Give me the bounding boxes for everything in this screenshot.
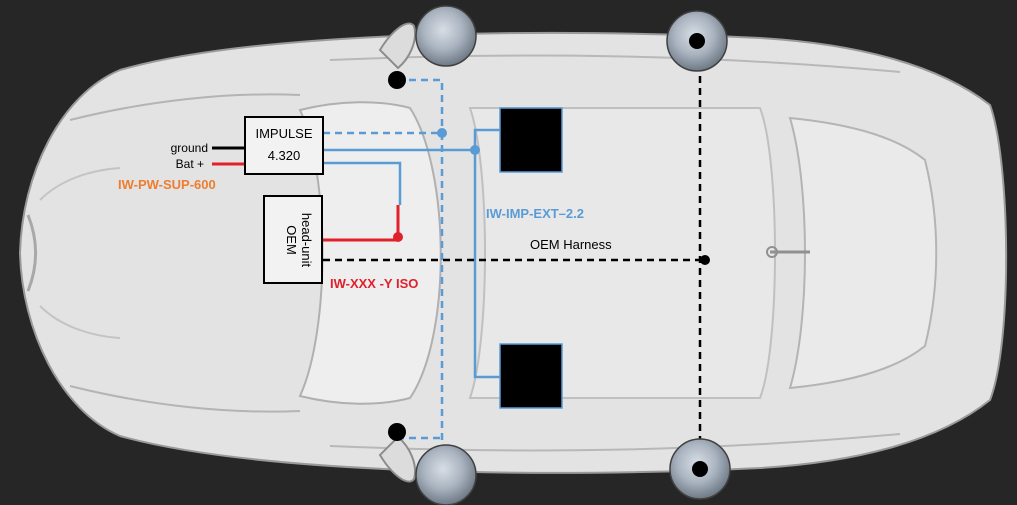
power-supply-label: IW-PW-SUP-600 — [118, 177, 216, 192]
ext-junction — [470, 145, 480, 155]
ext-harness-label: IW-IMP-EXT–2.2 — [486, 206, 584, 221]
front-left-speaker-box — [499, 107, 563, 173]
right-mirror — [378, 435, 416, 483]
amp-to-iso-wire — [323, 161, 402, 205]
amp-model: 4.320 — [268, 148, 301, 163]
iso-junction — [393, 232, 403, 242]
oem-harness-wire — [323, 40, 705, 465]
left-mirror — [378, 22, 416, 70]
car-silhouette — [18, 22, 1008, 483]
oem-junction — [700, 255, 710, 265]
ext-harness-wire — [323, 128, 500, 379]
head-unit: OEM head-unit — [263, 195, 323, 284]
amplifier-box — [244, 116, 324, 175]
left-tweeter-icon — [388, 71, 406, 89]
ground-label: ground — [171, 141, 208, 155]
amplifier: IMPULSE 4.320 — [244, 116, 324, 175]
roof — [468, 107, 776, 399]
head-unit-box — [263, 195, 323, 284]
head-unit-label-oem: OEM — [284, 225, 299, 255]
dashed-junction — [437, 128, 447, 138]
amp-name: IMPULSE — [255, 126, 312, 141]
front-left-door-speaker-icon — [415, 5, 477, 67]
wires — [212, 40, 710, 465]
rear-left-speaker-icon — [666, 10, 728, 72]
rear-right-speaker-icon — [669, 438, 731, 500]
front-dashed-wire — [323, 78, 444, 445]
rear-window — [788, 116, 938, 390]
head-unit-label: head-unit — [299, 213, 314, 268]
iso-harness-label: IW-XXX -Y ISO — [330, 276, 418, 291]
right-tweeter-icon — [388, 423, 406, 441]
bat-label: Bat + — [176, 157, 204, 171]
front-right-speaker-box — [499, 343, 563, 409]
front-right-door-speaker-icon — [415, 444, 477, 505]
oem-harness-label: OEM Harness — [530, 237, 612, 252]
